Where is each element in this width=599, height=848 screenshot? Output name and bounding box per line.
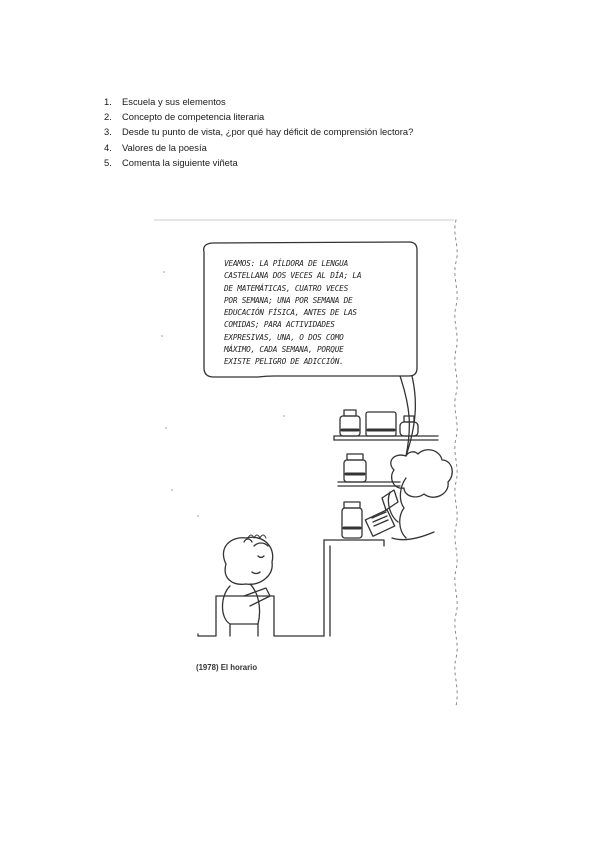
speech-bubble — [203, 241, 418, 378]
speech-line: castellana dos veces al día; la — [224, 271, 362, 281]
item-text: Escuela y sus elementos — [122, 96, 226, 107]
item-number: 1. — [104, 96, 112, 107]
comic-caption: (1978) El horario — [196, 663, 258, 672]
list-item: 4. Valores de la poesía — [104, 140, 413, 155]
question-list: 1. Escuela y sus elementos 2. Concepto de … — [104, 94, 413, 170]
woman-hair — [390, 449, 453, 498]
list-item: 1. Escuela y sus elementos — [104, 94, 413, 109]
list-item: 5. Comenta la siguiente viñeta — [104, 155, 413, 170]
comic-drawing — [154, 219, 458, 707]
item-text: Comenta la siguiente viñeta — [122, 156, 238, 168]
speech-line: expresivas, una, o dos como — [224, 332, 344, 342]
speech-line: por semana; una por semana de — [224, 295, 353, 305]
item-number: 5. — [104, 156, 112, 168]
speech-line: máximo, cada semana, porque — [224, 345, 344, 355]
comic-strip: Veamos: la píldora de lengua castellana … — [154, 216, 462, 712]
woman-face — [399, 477, 407, 539]
item-text: Valores de la poesía — [122, 141, 207, 153]
floor — [197, 595, 325, 637]
list-item: 2. Concepto de competencia literaria — [104, 109, 413, 124]
list-item: 3. Desde tu punto de vista, ¿por qué hay … — [104, 124, 413, 139]
pill-box — [381, 489, 399, 511]
item-number: 3. — [104, 126, 112, 138]
item-number: 2. — [104, 111, 112, 123]
boy-head — [222, 536, 274, 585]
item-text: Desde tu punto de vista, ¿por qué hay dé… — [122, 126, 414, 138]
item-number: 4. — [104, 141, 112, 153]
prescription-card — [364, 509, 396, 537]
speech-bubble-text: Veamos: la píldora de lengua castellana … — [224, 258, 402, 369]
speech-line: Veamos: la píldora de lengua — [224, 259, 348, 268]
speech-line: existe peligro de adicción. — [224, 357, 344, 367]
speech-line: educación física, antes de las — [224, 308, 357, 318]
item-text: Concepto de competencia literaria — [122, 111, 265, 123]
torn-edge — [454, 219, 458, 707]
boy-body — [221, 585, 231, 637]
speech-line: de matemáticas, cuatro veces — [224, 283, 348, 293]
counter-top — [323, 539, 385, 547]
boy-arm — [243, 587, 271, 607]
speech-line: comidas; para actividades — [224, 320, 335, 330]
